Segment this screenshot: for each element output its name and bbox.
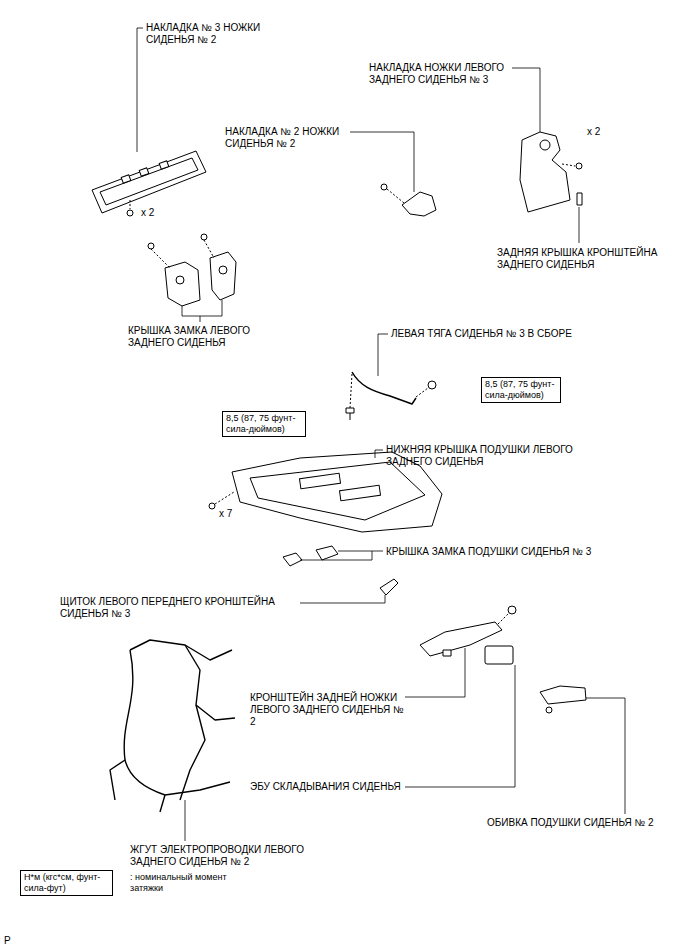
- nut-axis: [416, 388, 428, 397]
- part-name: КРЫШКА ЗАМКА ЛЕВОГО ЗАДНЕГО СИДЕНЬЯ: [128, 325, 278, 349]
- screw-axis: [215, 492, 234, 504]
- screw: [576, 163, 582, 169]
- box-outline: 8,5 (87, 75 фунт-сила-дюймов): [222, 411, 306, 437]
- seat-rod: [352, 372, 416, 404]
- cover-hole: [219, 266, 227, 274]
- nut-axis: [498, 613, 509, 624]
- screw-axis: [562, 164, 575, 166]
- leader-lines: [137, 28, 625, 841]
- box-text: 8,5 (87, 75 фунт-сила-дюймов): [485, 379, 557, 401]
- screw: [201, 234, 207, 240]
- quantity-label: x 7: [219, 508, 249, 520]
- figure-code: P: [4, 935, 24, 947]
- plate-clip: [121, 175, 131, 183]
- cover-plate-detail: [100, 158, 198, 205]
- part-name: НИЖНЯЯ КРЫШКА ПОДУШКИ ЛЕВОГО ЗАДНЕГО СИД…: [386, 444, 596, 468]
- tray-detail: [339, 485, 380, 500]
- plate-clip: [159, 161, 169, 169]
- screw: [148, 243, 154, 249]
- lock-cover: [165, 262, 200, 306]
- wire-harness: [110, 640, 235, 812]
- bolt-head: [346, 408, 354, 413]
- cushion-lock-cover: [283, 553, 302, 566]
- torque-box: 8,5 (87, 75 фунт-сила-дюймов): [481, 377, 561, 403]
- nut: [508, 606, 516, 614]
- bolt-shank: [350, 413, 351, 420]
- bolt-axis: [350, 374, 352, 408]
- screw: [381, 184, 387, 190]
- hook-cover: [520, 132, 570, 212]
- box-text: Н*м (кгс*см, фунт-сила-фут): [24, 872, 109, 894]
- screw: [209, 503, 215, 509]
- nut: [428, 381, 436, 389]
- torque-box: 8,5 (87, 75 фунт-сила-дюймов): [222, 411, 306, 437]
- screw-axis: [387, 189, 404, 203]
- screw: [127, 210, 133, 216]
- box-outline: 8,5 (87, 75 фунт-сила-дюймов): [481, 377, 561, 403]
- cover-plate: [92, 151, 206, 213]
- bolt-head: [443, 650, 451, 656]
- part-name: ЩИТОК ЛЕВОГО ПЕРЕДНЕГО КРОНШТЕЙНА СИДЕНЬ…: [60, 596, 298, 620]
- part-name: НАКЛАДКА № 3 НОЖКИ СИДЕНЬЯ № 2: [146, 22, 278, 46]
- part-name: ЗАДНЯЯ КРЫШКА КРОНШТЕЙНА ЗАДНЕГО СИДЕНЬЯ: [497, 247, 675, 271]
- part-name: КРЫШКА ЗАМКА ПОДУШКИ СИДЕНЬЯ № 3: [386, 546, 656, 558]
- plate-clip: [139, 168, 149, 176]
- hook-hole: [540, 140, 550, 150]
- box-text: 8,5 (87, 75 фунт-сила-дюймов): [226, 413, 302, 435]
- lock-cover: [210, 252, 236, 300]
- box-caption: : номинальный момент затяжки: [130, 872, 240, 894]
- part-name: ЭБУ СКЛАДЫВАНИЯ СИДЕНЬЯ: [250, 781, 470, 793]
- part-name: НАКЛАДКА НОЖКИ ЛЕВОГО ЗАДНЕГО СИДЕНЬЯ № …: [369, 62, 517, 86]
- screw: [546, 707, 552, 713]
- part-name: ОБИВКА ПОДУШКИ СИДЕНЬЯ № 2: [487, 817, 683, 829]
- tray-inner: [250, 462, 425, 520]
- part-name: ЛЕВАЯ ТЯГА СИДЕНЬЯ № 3 В СБОРЕ: [391, 328, 661, 340]
- cover-hole: [176, 276, 184, 284]
- ecu-box: [485, 646, 513, 664]
- part-name: НАКЛАДКА № 2 НОЖКИ СИДЕНЬЯ № 2: [225, 126, 349, 150]
- quantity-label: x 2: [141, 207, 171, 219]
- tray-detail: [299, 473, 340, 488]
- upholstery: [540, 686, 586, 704]
- part-name: КРОНШТЕЙН ЗАДНЕЙ НОЖКИ ЛЕВОГО ЗАДНЕГО СИ…: [250, 692, 412, 728]
- part-name: ЖГУТ ЭЛЕКТРОПРОВОДКИ ЛЕВОГО ЗАДНЕГО СИДЕ…: [130, 844, 330, 868]
- bracket-shield: [380, 579, 398, 595]
- legend-box: Н*м (кгс*см, фунт-сила-фут): номинальный…: [20, 870, 113, 896]
- screw-axis: [151, 249, 170, 268]
- bracket-cap: [577, 193, 582, 205]
- box-outline: Н*м (кгс*см, фунт-сила-фут): [20, 870, 113, 896]
- quantity-label: x 2: [587, 126, 617, 138]
- cushion-lock-cover: [316, 546, 338, 560]
- leg-cover: [402, 192, 436, 216]
- screw-axis: [130, 200, 131, 209]
- screw-axis: [204, 240, 214, 258]
